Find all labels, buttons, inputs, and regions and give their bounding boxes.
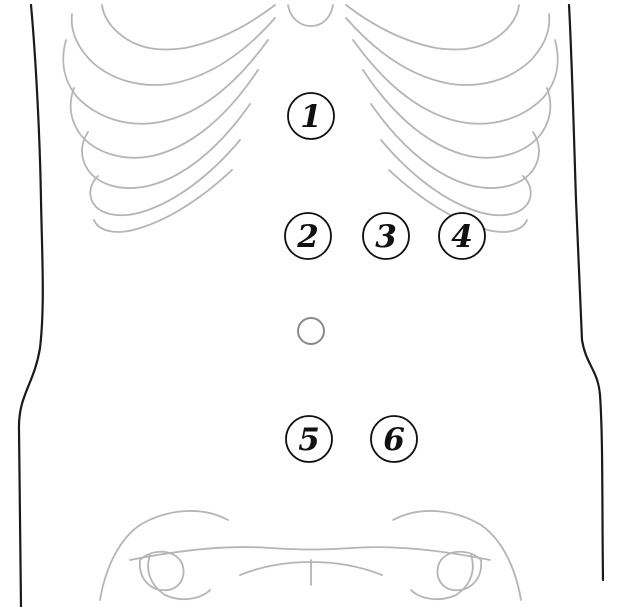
left-rib-1 xyxy=(102,5,275,50)
sternum-tip xyxy=(288,5,333,26)
marker-6: 6 xyxy=(371,416,417,462)
pelvic-inlet xyxy=(130,547,490,560)
marker-2: 2 xyxy=(285,213,331,259)
left-rib-7 xyxy=(94,170,232,232)
right-rib-1 xyxy=(346,5,519,50)
marker-3-label: 3 xyxy=(375,219,397,255)
marker-3: 3 xyxy=(363,213,409,259)
torso-left-contour xyxy=(19,5,43,607)
marker-5-label: 5 xyxy=(298,422,320,458)
marker-1-label: 1 xyxy=(300,99,322,135)
navel xyxy=(298,318,324,344)
marker-4: 4 xyxy=(439,213,485,259)
marker-1: 1 xyxy=(288,93,334,139)
marker-2-label: 2 xyxy=(296,219,319,255)
pelvis xyxy=(100,511,521,600)
marker-5: 5 xyxy=(286,416,332,462)
marker-6-label: 6 xyxy=(383,422,405,458)
torso-right-contour xyxy=(569,5,603,580)
left-iliac-crest xyxy=(100,511,228,600)
left-pelvic-ring xyxy=(148,555,210,599)
right-iliac-crest xyxy=(393,511,521,600)
right-pelvic-ring xyxy=(411,555,473,599)
marker-4-label: 4 xyxy=(451,219,473,255)
